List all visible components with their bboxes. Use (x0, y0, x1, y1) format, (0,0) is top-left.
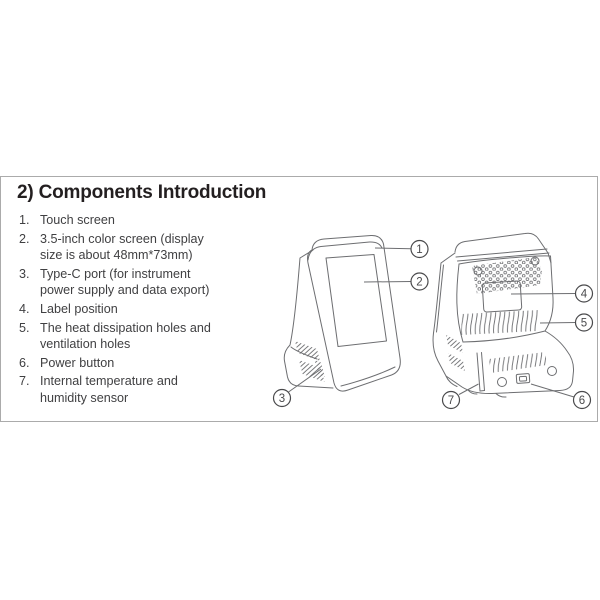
back-view-illustration (432, 232, 575, 398)
callout-3: 3 (272, 388, 292, 408)
screw-hole (497, 377, 507, 387)
screw-hole (473, 266, 483, 276)
callout-2: 2 (410, 272, 429, 291)
svg-text:1: 1 (416, 244, 422, 256)
svg-text:5: 5 (581, 318, 587, 330)
components-section-frame (0, 176, 598, 422)
list-item: 4. Label position (19, 301, 118, 316)
components-list: 1. Touch screen 2. 3.5-inch color screen… (19, 212, 255, 409)
svg-text:4: 4 (581, 289, 588, 301)
base-vents (489, 352, 547, 373)
ventilation-holes (472, 257, 542, 294)
power-button (515, 373, 531, 384)
temp-humidity-sensor-slot (476, 352, 485, 392)
screw-hole (547, 366, 557, 376)
svg-text:7: 7 (448, 395, 454, 407)
heat-dissipation-vents (461, 310, 539, 335)
label-rect (481, 280, 523, 313)
callout-6: 6 (572, 390, 592, 410)
section-title: 2) Components Introduction (17, 182, 267, 203)
type-c-port (314, 360, 325, 377)
callout-4: 4 (574, 284, 594, 303)
leader-lines (288, 247, 576, 398)
svg-text:3: 3 (279, 393, 285, 405)
front-view-illustration (283, 234, 401, 392)
svg-text:6: 6 (579, 395, 585, 407)
callout-7: 7 (441, 390, 461, 410)
screen-rect (325, 254, 387, 347)
front-vent-hatches (295, 341, 325, 382)
svg-text:2: 2 (416, 277, 422, 289)
front-body-outline (307, 234, 401, 392)
callout-5: 5 (574, 313, 594, 332)
callout-1: 1 (410, 239, 429, 259)
list-item: 6. Power button (19, 355, 115, 370)
stand-vent-hatches (446, 335, 465, 371)
screw-hole (530, 256, 540, 266)
list-item: 1. Touch screen (19, 213, 115, 227)
